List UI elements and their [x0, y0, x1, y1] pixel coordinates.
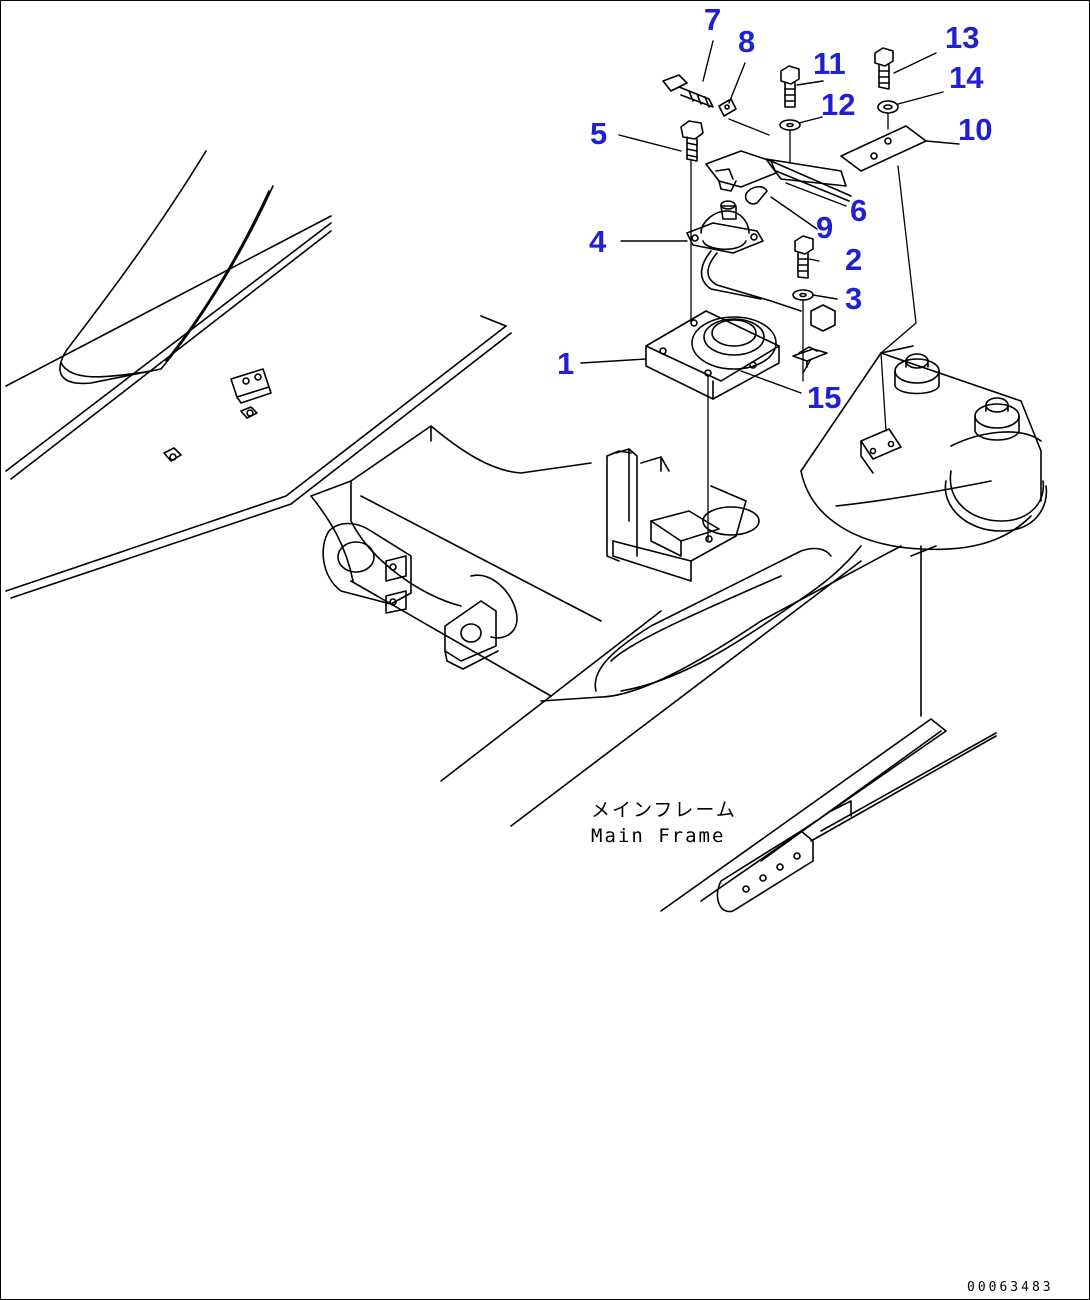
- callout-9: 9: [816, 210, 834, 245]
- base-block: [612, 485, 760, 582]
- washer-8: [718, 98, 737, 117]
- callout-6: 6: [850, 193, 868, 228]
- washer-14: [877, 100, 899, 114]
- main-frame-sweep: [510, 545, 937, 827]
- callout-14: 14: [949, 60, 984, 95]
- upper-bracket: [705, 125, 927, 205]
- bolt-13: [874, 47, 894, 90]
- small-bracket-left: [163, 368, 272, 462]
- frame-label-english: Main Frame: [591, 825, 726, 847]
- sensor-body: [686, 200, 836, 332]
- pivot-pin-1: [894, 353, 940, 395]
- callout-3: 3: [845, 281, 863, 316]
- bolt-11: [780, 65, 800, 108]
- cab-guard-curve: [59, 150, 274, 385]
- callout-7: 7: [704, 2, 722, 37]
- assembly-lines: [690, 112, 917, 542]
- frame-label-japanese: メインフレーム: [591, 799, 737, 821]
- mounting-plate: [645, 310, 780, 400]
- washer-3: [792, 289, 814, 301]
- mounting-lug-2: [444, 574, 518, 670]
- callout-1: 1: [557, 346, 575, 381]
- pivot-pin-2: [974, 397, 1020, 441]
- hydraulic-cylinder: [660, 545, 997, 913]
- callout-15: 15: [807, 380, 842, 415]
- central-cross-member: [310, 425, 662, 782]
- bolt-7: [662, 74, 714, 108]
- callout-11: 11: [813, 46, 846, 81]
- clip-15: [792, 346, 828, 368]
- mounting-lug-1: [322, 522, 412, 614]
- callout-8: 8: [738, 24, 756, 59]
- drawing-code: 00063483: [967, 1280, 1054, 1295]
- bolt-5: [680, 120, 704, 162]
- swing-bracket: [800, 345, 1048, 551]
- bolt-2: [794, 235, 814, 279]
- callout-10: 10: [958, 112, 993, 147]
- support-post: [606, 448, 670, 562]
- callout-leaders: [580, 40, 960, 394]
- left-frame-rails: [5, 215, 512, 599]
- callout-4: 4: [589, 224, 607, 259]
- callout-5: 5: [590, 116, 608, 151]
- callout-2: 2: [845, 242, 863, 277]
- callout-13: 13: [945, 20, 980, 55]
- washer-12: [779, 119, 801, 131]
- callout-12: 12: [821, 87, 856, 122]
